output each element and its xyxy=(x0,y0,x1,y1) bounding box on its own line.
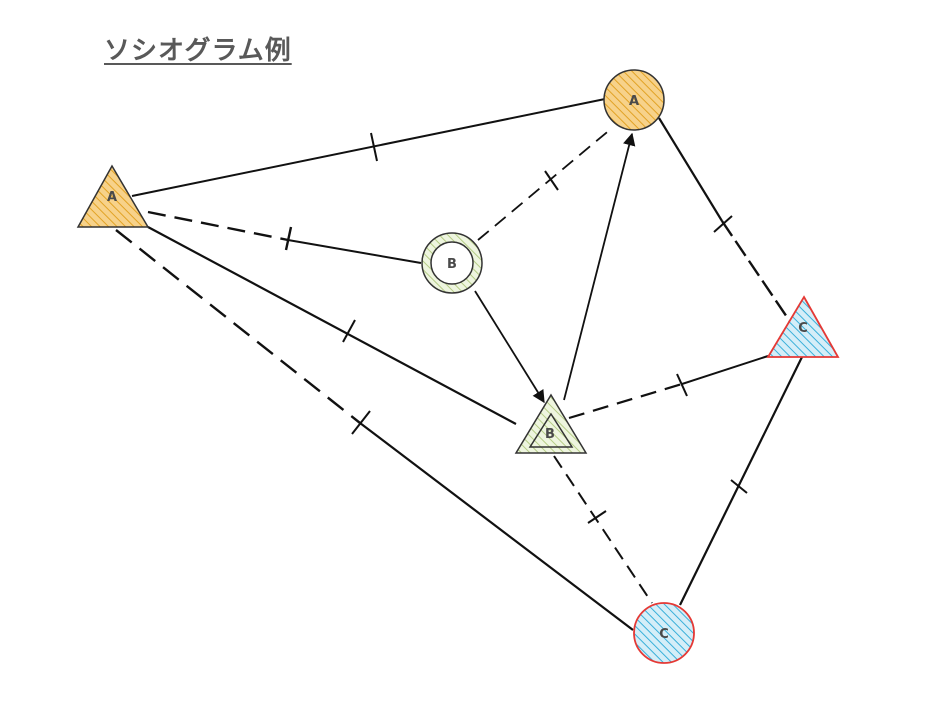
edge-a-triangle-to-c-circle xyxy=(115,229,634,631)
edge-a-triangle-to-b-circle xyxy=(147,210,422,264)
node-a-triangle-label: A xyxy=(107,190,117,205)
edge-c-circle-to-c-triangle xyxy=(679,356,803,606)
edge-b-circle-to-a-circle xyxy=(477,127,613,241)
edge-b-circle-to-b-triangle xyxy=(474,290,545,404)
node-a-circle[interactable]: A xyxy=(603,69,665,131)
edge-a-circle-to-c-triangle xyxy=(658,117,792,324)
node-b-circle-label: B xyxy=(447,257,457,272)
node-c-triangle-label: C xyxy=(798,321,808,336)
node-a-triangle[interactable]: A xyxy=(76,164,150,228)
node-c-circle[interactable]: C xyxy=(633,602,695,664)
edge-a-triangle-to-a-circle xyxy=(131,98,606,197)
node-b-triangle-label: B xyxy=(545,427,555,442)
edge-b-triangle-to-c-triangle xyxy=(568,355,769,420)
node-c-circle-label: C xyxy=(659,627,669,642)
edge-b-triangle-to-c-circle xyxy=(553,455,653,604)
diagram-title: ソシオグラム例 xyxy=(104,36,292,66)
edge-a-triangle-to-b-triangle xyxy=(147,226,517,425)
node-a-circle-label: A xyxy=(629,94,639,109)
node-c-triangle[interactable]: C xyxy=(766,295,840,358)
edge-b-triangle-to-a-circle xyxy=(563,132,636,401)
node-b-circle[interactable]: B xyxy=(421,232,483,294)
node-b-triangle[interactable]: B xyxy=(514,393,588,454)
